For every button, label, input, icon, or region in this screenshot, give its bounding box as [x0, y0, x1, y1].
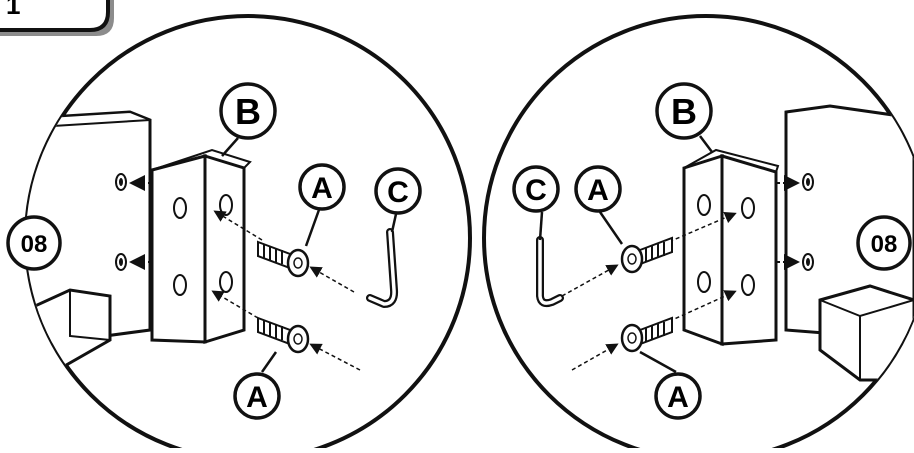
label-b: B: [655, 82, 713, 140]
label-a-bottom: A: [654, 372, 702, 420]
screw-a-top: [561, 212, 737, 297]
allen-key: [366, 228, 399, 308]
label-c: C: [512, 165, 560, 213]
svg-text:A: A: [311, 172, 333, 205]
label-a-bottom: A: [233, 372, 281, 420]
svg-text:08: 08: [871, 231, 898, 258]
svg-text:08: 08: [21, 231, 48, 258]
screw-a-bottom: [211, 290, 361, 371]
label-a-top: A: [574, 165, 622, 213]
corner-bracket: [150, 148, 252, 345]
left-detail-panel: B A C A 08: [6, 14, 472, 453]
right-detail-panel: B A C A 08: [482, 14, 914, 453]
svg-text:A: A: [667, 381, 689, 414]
corner-bracket: [682, 148, 780, 347]
screw-a-top: [213, 210, 355, 293]
bracket-hole-1: [173, 197, 187, 219]
bracket-hole-4: [219, 271, 233, 293]
bracket-hole-3: [219, 194, 233, 216]
svg-text:A: A: [246, 381, 268, 414]
step-number: 1: [6, 0, 20, 20]
label-c: C: [374, 167, 422, 215]
allen-key: [536, 236, 564, 308]
label-a-top: A: [298, 163, 346, 211]
board-id-label: 08: [6, 215, 62, 271]
board-panel: [784, 104, 914, 382]
label-b: B: [219, 82, 277, 140]
screw-a-bottom: [571, 290, 737, 371]
step-tab: 1: [0, 0, 114, 36]
svg-text:B: B: [235, 91, 261, 132]
svg-text:B: B: [671, 91, 697, 132]
svg-text:C: C: [525, 174, 547, 207]
board-id-label: 08: [856, 215, 912, 271]
bracket-hole-2: [173, 274, 187, 296]
svg-text:A: A: [587, 174, 609, 207]
svg-text:C: C: [387, 176, 409, 209]
